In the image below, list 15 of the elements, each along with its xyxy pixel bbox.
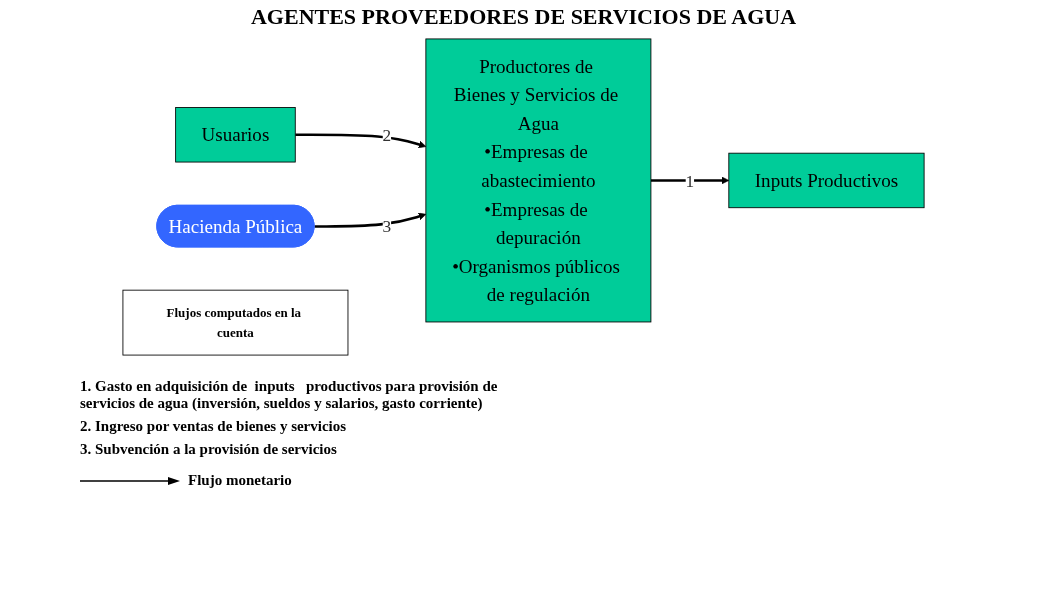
node-box: Inputs Productivos — [728, 152, 925, 209]
arrow — [295, 133, 427, 149]
edge-label: 2 — [382, 125, 392, 145]
note-text: 3. Subvención a la provisión de servicios — [80, 441, 338, 458]
arrow — [650, 176, 730, 185]
node-box: Usuarios — [175, 107, 296, 163]
node-box: Productores de Bienes y Servicios de Agua •Empresas de abastecimiento •Empresas de depuración •Organismos públicos de regulación — [425, 38, 652, 323]
arrow — [314, 212, 427, 228]
note-text: 2. Ingreso por ventas de bienes y servicios — [80, 418, 348, 435]
edge-label: 3 — [382, 216, 392, 236]
legend-text: Flujo monetario — [188, 472, 292, 489]
node-box: Flujos computados en la cuenta — [122, 289, 349, 356]
edge-label: 1 — [685, 170, 695, 190]
note-text: 1. Gasto en adquisición de inputs productivos para provisión de servicios de agua (inversión, sueldos y salarios, gasto corriente) — [80, 378, 499, 412]
title: AGENTES PROVEEDORES DE SERVICIOS DE AGUA — [249, 4, 798, 30]
